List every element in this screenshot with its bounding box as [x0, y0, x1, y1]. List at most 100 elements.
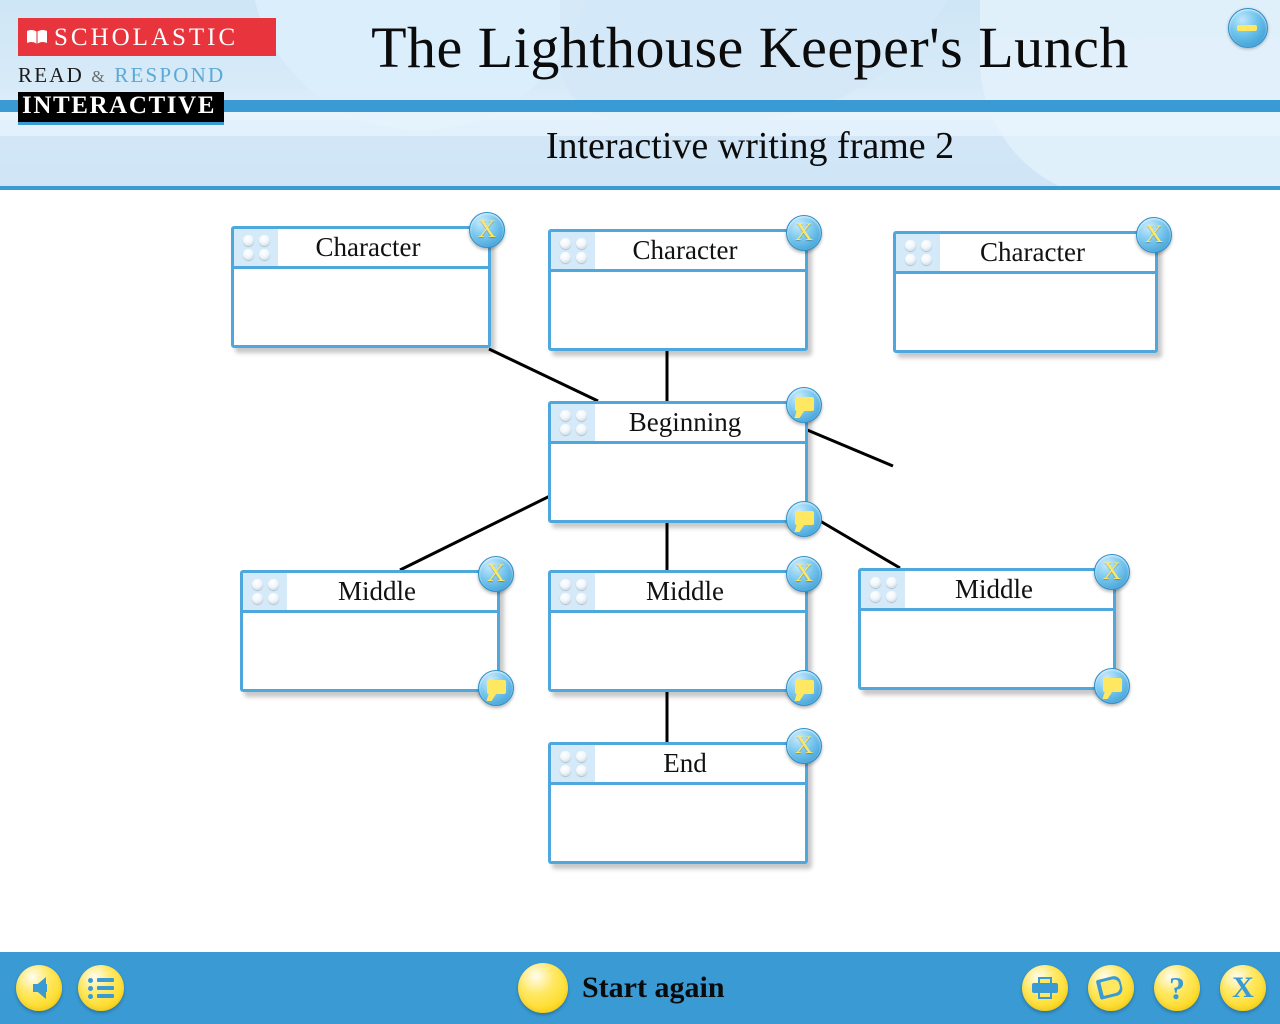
connector-line: [814, 516, 901, 570]
help-icon[interactable]: ?: [1154, 965, 1200, 1011]
card-text-area[interactable]: [243, 613, 497, 689]
card-close-icon[interactable]: X: [786, 215, 822, 251]
grip-dot: [575, 251, 587, 263]
card-close-icon[interactable]: X: [786, 728, 822, 764]
grip-dot: [251, 592, 263, 604]
x-glyph: X: [794, 218, 814, 246]
grip-dot: [242, 235, 254, 247]
grip-dot: [575, 423, 587, 435]
drag-handle-icon[interactable]: [243, 573, 287, 610]
minimize-icon[interactable]: [1228, 8, 1268, 48]
grip-dot: [885, 590, 897, 602]
logo-ampersand: &: [91, 67, 107, 86]
card-text-area[interactable]: [551, 444, 805, 520]
speech-bubble-glyph: [1103, 678, 1122, 692]
list-menu-icon[interactable]: [78, 965, 124, 1011]
grip-dot: [920, 253, 932, 265]
card-titlebar: Middle: [861, 571, 1113, 611]
connector-line: [488, 347, 599, 403]
grip-dot: [869, 590, 881, 602]
drag-handle-icon[interactable]: [234, 229, 278, 266]
grip-dot: [575, 579, 587, 591]
help-glyph: ?: [1169, 970, 1185, 1006]
card-note-bubble-icon[interactable]: [786, 501, 822, 537]
grip-dot: [251, 579, 263, 591]
close-icon[interactable]: X: [1220, 965, 1266, 1011]
grip-dot: [267, 579, 279, 591]
card-close-icon[interactable]: X: [1136, 217, 1172, 253]
grip-dot: [559, 251, 571, 263]
speech-bubble-glyph: [487, 680, 506, 694]
card-title: Character: [980, 237, 1085, 267]
card-titlebar: Character: [551, 232, 805, 272]
grip-dot: [575, 592, 587, 604]
drag-handle-icon[interactable]: [861, 571, 905, 608]
drag-handle-icon[interactable]: [551, 232, 595, 269]
card-title: Middle: [646, 576, 724, 606]
card-text-area[interactable]: [551, 272, 805, 348]
drag-handle-icon[interactable]: [896, 234, 940, 271]
card-titlebar: Middle: [551, 573, 805, 613]
x-glyph: X: [477, 215, 497, 243]
drag-handle-icon[interactable]: [551, 573, 595, 610]
grip-dot: [575, 751, 587, 763]
grip-dot: [242, 248, 254, 260]
card-note-bubble-icon[interactable]: [478, 670, 514, 706]
grip-dot: [559, 423, 571, 435]
card-close-icon[interactable]: X: [478, 556, 514, 592]
list-menu-glyph: [88, 978, 114, 999]
card-middle-2[interactable]: Middle X: [548, 556, 822, 706]
start-again-label: Start again: [582, 971, 725, 1004]
speech-bubble-glyph: [795, 680, 814, 694]
card-text-area[interactable]: [234, 269, 488, 345]
card-close-icon[interactable]: X: [1094, 554, 1130, 590]
grip-dot: [575, 764, 587, 776]
start-again-button[interactable]: Start again: [518, 960, 725, 1016]
card-titlebar: End: [551, 745, 805, 785]
x-glyph: X: [794, 559, 814, 587]
card-text-area[interactable]: [551, 785, 805, 861]
drag-handle-icon[interactable]: [551, 404, 595, 441]
printer-icon[interactable]: [1022, 965, 1068, 1011]
card-note-bubble-icon[interactable]: [786, 670, 822, 706]
back-arrow-icon[interactable]: [16, 965, 62, 1011]
x-glyph: X: [1102, 557, 1122, 585]
card-text-area[interactable]: [896, 274, 1155, 350]
grip-dot: [575, 410, 587, 422]
card-close-icon[interactable]: X: [469, 212, 505, 248]
card-note-bubble-icon[interactable]: [786, 387, 822, 423]
card-title: Beginning: [628, 407, 742, 437]
grip-dot: [904, 253, 916, 265]
grip-dot: [559, 238, 571, 250]
logo-read-text: READ: [18, 63, 84, 87]
start-again-dot-icon: [518, 963, 568, 1013]
page-header: SCHOLASTIC READ & RESPOND INTERACTIVE Th…: [0, 0, 1280, 190]
card-character-3[interactable]: Character X: [893, 217, 1172, 353]
header-bottom-rule: [0, 186, 1280, 190]
x-glyph: X: [794, 731, 814, 759]
card-beginning[interactable]: Beginning: [548, 387, 822, 537]
card-text-area[interactable]: [861, 611, 1113, 687]
printer-glyph: [1032, 977, 1058, 999]
grip-dot: [920, 240, 932, 252]
card-note-bubble-icon[interactable]: [1094, 668, 1130, 704]
book-icon[interactable]: [1088, 965, 1134, 1011]
scholastic-wordmark-text: SCHOLASTIC: [54, 23, 239, 51]
scholastic-wordmark-bar: SCHOLASTIC: [18, 18, 276, 56]
grip-dot: [267, 592, 279, 604]
drag-handle-icon[interactable]: [551, 745, 595, 782]
grip-dot: [559, 579, 571, 591]
card-close-icon[interactable]: X: [786, 556, 822, 592]
speech-bubble-glyph: [795, 397, 814, 411]
grip-dot: [885, 577, 897, 589]
grip-dot: [258, 235, 270, 247]
card-titlebar: Character: [896, 234, 1155, 274]
card-text-area[interactable]: [551, 613, 805, 689]
